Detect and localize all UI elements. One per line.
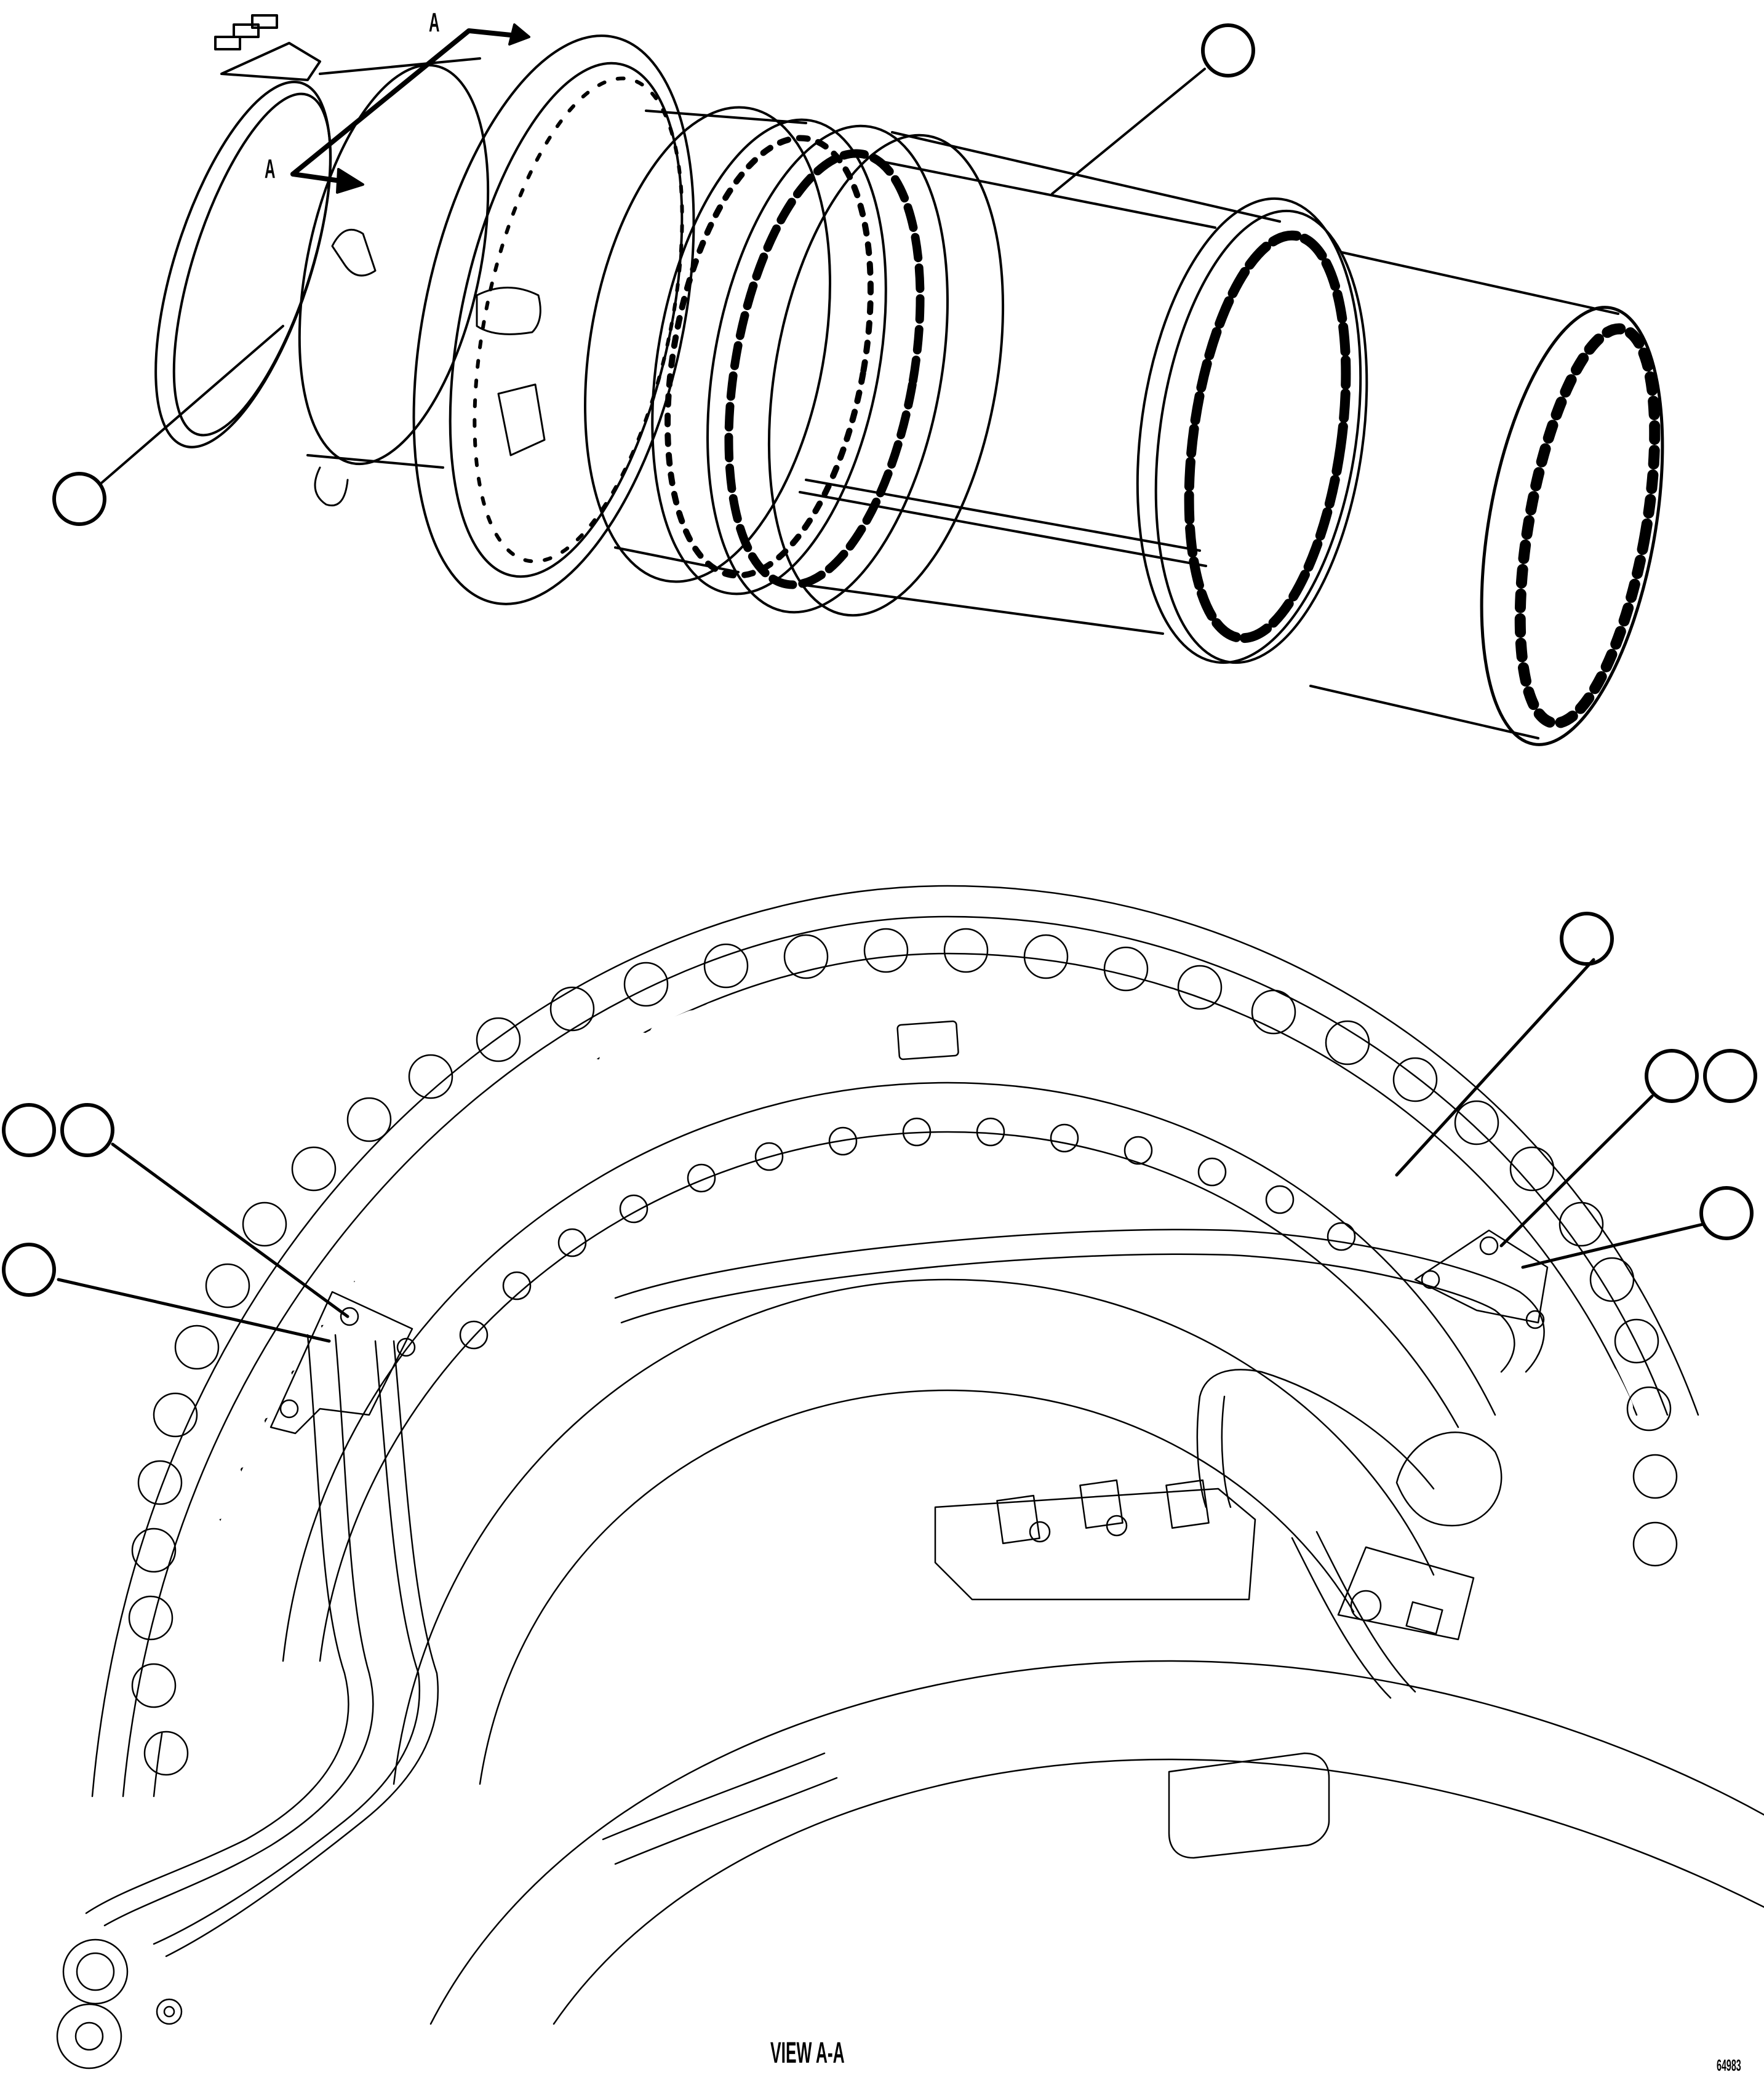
section-letter-bottom: A (265, 154, 276, 184)
connector-plate (1337, 1546, 1475, 1641)
callout-balloon-right-pair-1 (1645, 1049, 1699, 1103)
callout-balloon-left-pair-1 (2, 1103, 56, 1157)
outer-flange-arc (91, 885, 1699, 1798)
callout-balloon-top-right (1201, 23, 1255, 78)
rear-clamp-ring (154, 14, 332, 448)
inner-hex-bolts (459, 1117, 1356, 1350)
right-mounting-bracket (1414, 1229, 1549, 1329)
callout-balloon-top-left (52, 472, 106, 526)
main-cylinder (799, 131, 1368, 664)
top-isometric-view (100, 14, 1664, 746)
leader-line-top-left (100, 325, 284, 484)
cover-pad (1168, 1752, 1330, 1859)
outer-bolt-ring (157, 960, 1637, 1735)
left-mounting-bracket (269, 1291, 416, 1435)
section-letter-top: A (429, 7, 440, 38)
callout-balloon-right-pair-2 (1703, 1049, 1757, 1103)
view-title: VIEW A-A (770, 2037, 845, 2069)
leader-line-top-right (1051, 68, 1206, 195)
bolted-flange-section (584, 106, 1005, 617)
callout-balloon-left-pair-2 (60, 1103, 114, 1157)
housing-section-1 (298, 57, 490, 506)
end-cap-section (1309, 251, 1664, 746)
hose-fittings (56, 1938, 183, 2069)
bolt-heads-outer (128, 928, 1678, 1776)
hoses (85, 1229, 1545, 1958)
callout-balloon-left-single (2, 1243, 56, 1297)
callout-balloon-right-upper (1560, 912, 1614, 966)
lifting-lug (1395, 1432, 1503, 1527)
leader-lines-view-a-a (57, 958, 1705, 1343)
terminal-bracket (934, 1479, 1256, 1601)
large-flange-ring (412, 34, 695, 605)
callout-balloon-right-lower (1699, 1186, 1754, 1240)
figure-number: 64983 (1717, 2056, 1741, 2074)
nameplate (896, 1020, 959, 1061)
section-view-a-a (56, 885, 1764, 2069)
section-arrow-a (290, 23, 530, 194)
